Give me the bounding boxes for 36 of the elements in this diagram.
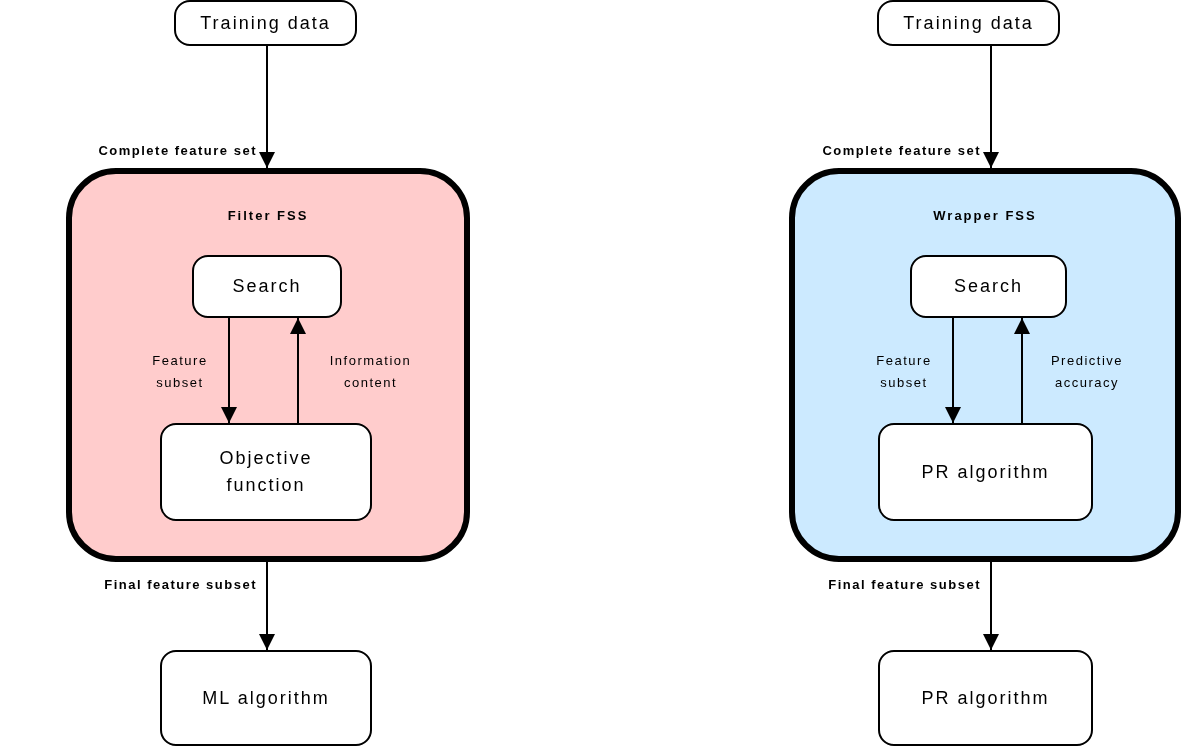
process-box bbox=[877, 0, 1060, 46]
node-label: Training data bbox=[200, 11, 331, 35]
group-container bbox=[789, 168, 1181, 562]
edge-label: Feature subset bbox=[875, 352, 933, 393]
arrow bbox=[983, 561, 999, 651]
edge-label: Predictive accuracy bbox=[1049, 352, 1125, 393]
node-label: Search bbox=[232, 275, 302, 298]
process-box bbox=[910, 255, 1067, 318]
node-label: PR algorithm bbox=[921, 686, 1050, 710]
process-box bbox=[192, 255, 342, 318]
edge-label: Final feature subset bbox=[104, 576, 257, 594]
arrow bbox=[290, 317, 306, 424]
container-title: Filter FSS bbox=[227, 207, 309, 225]
process-box bbox=[160, 423, 372, 521]
arrow bbox=[945, 317, 961, 424]
node-label: Training data bbox=[903, 11, 1034, 35]
edge-label: Complete feature set bbox=[822, 142, 981, 160]
group-container bbox=[66, 168, 470, 562]
node-label: Objective function bbox=[218, 447, 314, 497]
node-label: PR algorithm bbox=[921, 460, 1050, 484]
process-box bbox=[160, 650, 372, 746]
node-label: Search bbox=[953, 275, 1023, 298]
process-box bbox=[878, 423, 1093, 521]
arrow bbox=[259, 561, 275, 651]
container-title: Wrapper FSS bbox=[933, 207, 1037, 225]
process-box bbox=[174, 0, 357, 46]
arrow bbox=[983, 45, 999, 169]
arrow bbox=[1014, 317, 1030, 424]
edge-label: Information content bbox=[328, 352, 413, 393]
arrow bbox=[221, 317, 237, 424]
arrow bbox=[259, 45, 275, 169]
node-label: ML algorithm bbox=[202, 686, 330, 710]
edge-label: Feature subset bbox=[151, 352, 209, 393]
edge-label: Final feature subset bbox=[828, 576, 981, 594]
process-box bbox=[878, 650, 1093, 746]
edge-label: Complete feature set bbox=[98, 142, 257, 160]
